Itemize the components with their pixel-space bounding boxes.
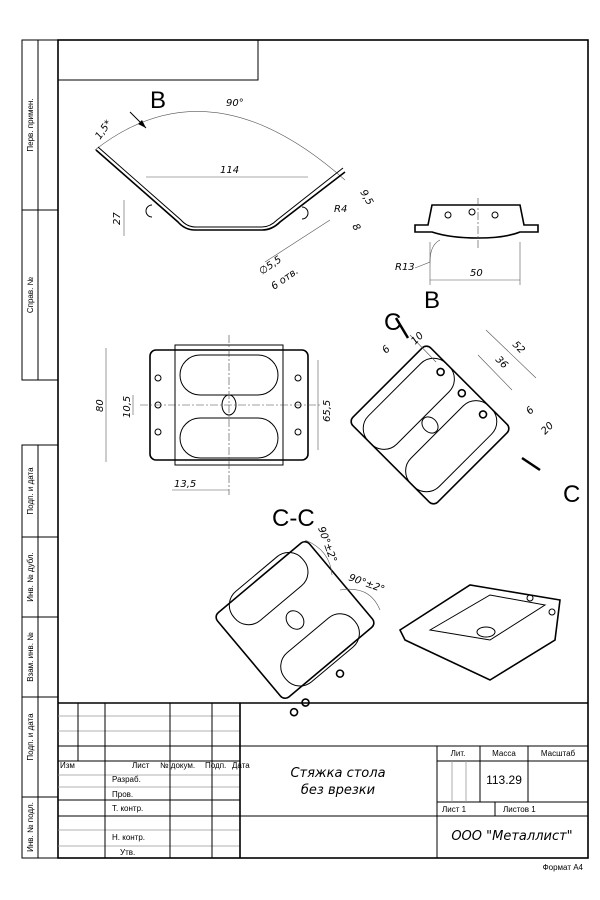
dim-80: 80 <box>95 399 106 412</box>
isometric-view <box>398 584 561 681</box>
dim-10-5: 10,5 <box>122 396 133 418</box>
sheets-total: Листов 1 <box>503 805 536 814</box>
title-block: Изм Лист № докум. Подп. Дата Разраб. Про… <box>58 702 588 872</box>
dim-20: 20 <box>539 420 556 437</box>
dim-hole-diameter: ∅5,5 <box>257 254 283 277</box>
section-cc-label: C-C <box>272 505 315 532</box>
side-label-sprav: Справ. № <box>26 276 35 313</box>
dim-65-5: 65,5 <box>322 400 333 422</box>
view-b-label-2: B <box>424 287 440 314</box>
format-label: Формат А4 <box>543 863 584 872</box>
header-izm: Изм <box>60 761 75 770</box>
section-cc-view: C-C 90°±2° 90°±2° <box>215 505 386 717</box>
role-razrab: Разраб. <box>112 775 141 784</box>
sheet-frame <box>21 39 589 859</box>
header-sign: Подп. <box>205 761 226 770</box>
side-label-podp-data-2: Подп. и дата <box>26 713 35 761</box>
side-label-perv-primen: Перв. примен. <box>26 98 35 151</box>
mass-value: 113.29 <box>486 773 522 787</box>
company-name: ООО "Металлист" <box>451 829 572 844</box>
rotated-view: C B C 6 10 52 36 6 20 <box>350 287 580 508</box>
mass-label: Масса <box>492 749 516 758</box>
dim-width-114: 114 <box>220 165 239 176</box>
role-prov: Пров. <box>112 790 133 799</box>
header-doc-no: № докум. <box>160 761 195 770</box>
dim-height-27: 27 <box>112 212 123 225</box>
dim-52: 52 <box>510 339 527 356</box>
dim-13-5: 13,5 <box>174 479 196 490</box>
dim-r4: R4 <box>334 204 347 215</box>
dim-angle-90: 90° <box>226 98 244 109</box>
dim-10: 10 <box>409 330 426 347</box>
dim-9-5: 9,5 <box>357 188 374 207</box>
side-label-inv-dubl: Инв. № дубл. <box>26 552 35 602</box>
title-line-1: Стяжка стола <box>290 766 385 781</box>
side-label-vzam-inv: Взам. инв. № <box>26 632 35 682</box>
side-view: 50 R13 <box>395 198 539 285</box>
header-list: Лист <box>132 761 150 770</box>
dim-36: 36 <box>493 354 510 371</box>
view-b-label: B <box>150 87 166 114</box>
dim-6b: 6 <box>524 405 536 417</box>
plan-view: 80 10,5 65,5 13,5 <box>95 335 333 495</box>
side-label-podp-data-1: Подп. и дата <box>26 467 35 515</box>
lit-label: Лит. <box>451 749 466 758</box>
side-label-inv-podl: Инв. № подл. <box>26 802 35 852</box>
dim-50: 50 <box>470 268 483 279</box>
role-utv: Утв. <box>120 848 135 857</box>
scale-label: Масштаб <box>541 749 576 758</box>
dim-angle-tol-2: 90°±2° <box>347 572 386 595</box>
dim-r13: R13 <box>395 262 415 273</box>
role-t-kontr: Т. контр. <box>112 804 143 813</box>
sheet-number: Лист 1 <box>442 805 467 814</box>
dim-angle-tol-1: 90°±2° <box>315 525 338 564</box>
section-c-label-2: C <box>563 481 580 508</box>
header-date: Дата <box>232 761 250 770</box>
title-line-2: без врезки <box>301 783 375 798</box>
dim-6a: 6 <box>380 344 392 356</box>
section-c-label-1: C <box>384 309 401 336</box>
role-n-kontr: Н. контр. <box>112 833 145 842</box>
dim-8: 8 <box>349 222 362 233</box>
side-labels: Перв. примен. Справ. № Подп. и дата Инв.… <box>26 98 35 852</box>
view-b-profile: B 90° 1,5* 114 27 9,5 R4 8 ∅5,5 6 отв. <box>93 87 374 292</box>
